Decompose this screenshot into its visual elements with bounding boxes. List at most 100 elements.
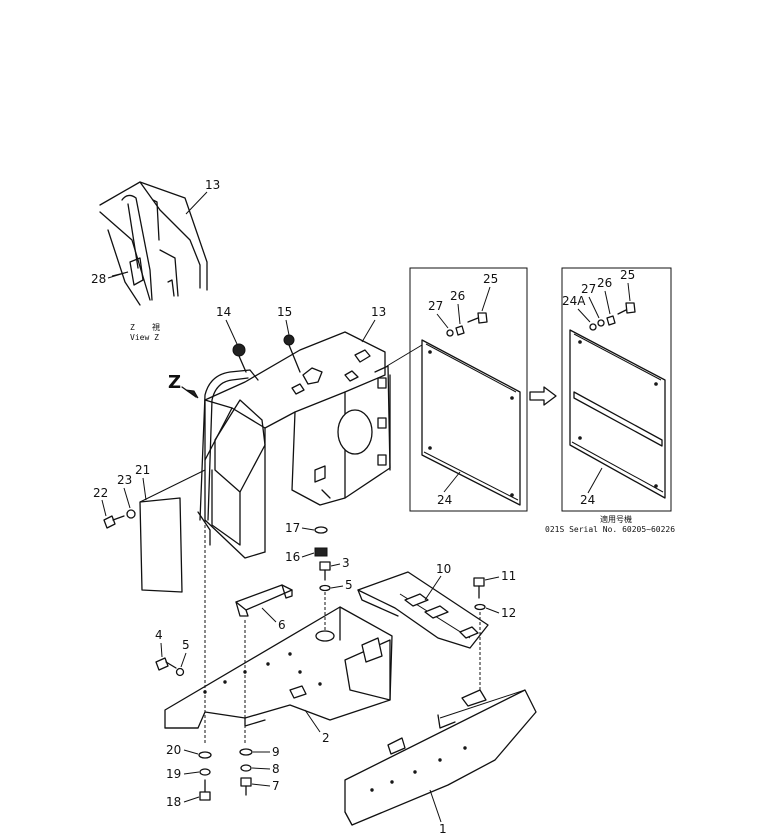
- label-24A: 24A: [562, 294, 586, 308]
- fitting-14: [232, 343, 247, 373]
- leader-24-left: [443, 471, 461, 493]
- label-27-right: 27: [581, 282, 596, 296]
- label-8: 8: [272, 762, 280, 776]
- label-23: 23: [117, 473, 132, 487]
- leader-20: [183, 749, 199, 755]
- leader-19: [183, 771, 200, 775]
- fitting-15: [283, 334, 301, 373]
- label-26-left: 26: [450, 289, 465, 303]
- view-arrow-letter: Z: [168, 372, 181, 393]
- washer-19: [199, 768, 211, 776]
- leader-18: [183, 796, 200, 803]
- label-13-inset: 13: [205, 178, 220, 192]
- label-17: 17: [285, 521, 300, 535]
- label-12: 12: [501, 606, 516, 620]
- leader-17: [301, 527, 315, 531]
- label-27-left: 27: [428, 299, 443, 313]
- leader-2: [304, 709, 321, 733]
- label-1: 1: [439, 822, 447, 836]
- washer-5-left: [175, 667, 185, 677]
- label-13-main: 13: [371, 305, 386, 319]
- ring-17: [314, 526, 328, 534]
- arrow-right-icon: [529, 386, 557, 406]
- view-z-letter: Z: [130, 323, 135, 332]
- bolt-4: [155, 657, 177, 671]
- panel-frame-right: [561, 267, 672, 512]
- label-14: 14: [216, 305, 231, 319]
- leader-26-right: [604, 290, 611, 315]
- leader-3: [330, 563, 341, 567]
- leader-4: [160, 642, 163, 658]
- leader-13-inset: [185, 191, 208, 215]
- bracket-6: [235, 584, 293, 617]
- leader-6: [261, 607, 277, 623]
- washer-12: [474, 603, 486, 611]
- view-z-inset: [99, 181, 208, 306]
- plate-10: [357, 571, 489, 649]
- label-5-top: 5: [345, 578, 353, 592]
- serial-text: 021S Serial No. 60205~60226: [545, 525, 675, 534]
- view-z-cn: 視: [152, 323, 160, 332]
- leader-14: [225, 319, 238, 345]
- bolt-11: [473, 577, 485, 599]
- leader-10: [424, 575, 442, 601]
- bolt-set-left: [446, 312, 488, 337]
- label-21: 21: [135, 463, 150, 477]
- leader-1: [429, 789, 442, 823]
- leader-11: [484, 576, 500, 581]
- label-11: 11: [501, 569, 516, 583]
- leader-8: [251, 767, 271, 770]
- leader-5-top: [330, 585, 344, 589]
- bolt-22: [103, 515, 125, 529]
- leader-16: [301, 552, 315, 558]
- label-6: 6: [278, 618, 286, 632]
- leader-23: [123, 487, 131, 509]
- panel-frame-left: [386, 267, 528, 512]
- leader-28: [107, 271, 129, 279]
- view-z-en: View Z: [130, 333, 159, 342]
- washer-5-top: [319, 584, 331, 592]
- nut-16: [314, 547, 328, 557]
- washer-20: [198, 751, 212, 759]
- leader-24-right: [587, 467, 603, 494]
- leader-5-left: [180, 652, 187, 668]
- label-20: 20: [166, 743, 181, 757]
- label-25-right: 25: [620, 268, 635, 282]
- washer-8: [240, 764, 252, 772]
- label-24-left: 24: [437, 493, 452, 507]
- label-2: 2: [322, 731, 330, 745]
- label-16: 16: [285, 550, 300, 564]
- label-22: 22: [93, 486, 108, 500]
- tank-guard-body: [197, 331, 391, 559]
- washer-9: [239, 748, 253, 756]
- label-3: 3: [342, 556, 350, 570]
- label-26-right: 26: [597, 276, 612, 290]
- leader-26-left: [457, 303, 461, 325]
- bolt-3-head: [319, 561, 331, 571]
- leader-15: [285, 319, 290, 336]
- side-frame-1: [344, 689, 537, 826]
- cover-plate-21: [139, 469, 206, 593]
- leader-27-left: [436, 313, 449, 329]
- bolt-18: [199, 779, 211, 801]
- label-15: 15: [277, 305, 292, 319]
- label-9: 9: [272, 745, 280, 759]
- leader-13-main: [361, 319, 376, 343]
- label-10: 10: [436, 562, 451, 576]
- leader-24A: [577, 308, 591, 323]
- label-25-left: 25: [483, 272, 498, 286]
- leader-12: [485, 607, 500, 614]
- label-4: 4: [155, 628, 163, 642]
- leader-22: [101, 499, 107, 517]
- washer-23: [126, 509, 136, 519]
- label-19: 19: [166, 767, 181, 781]
- leader-7: [251, 783, 271, 787]
- leader-27-right: [588, 296, 600, 319]
- label-24-right: 24: [580, 493, 595, 507]
- label-28: 28: [91, 272, 106, 286]
- leader-25-left: [481, 286, 491, 312]
- base-frame-2: [164, 606, 393, 729]
- leader-25-right: [627, 282, 631, 302]
